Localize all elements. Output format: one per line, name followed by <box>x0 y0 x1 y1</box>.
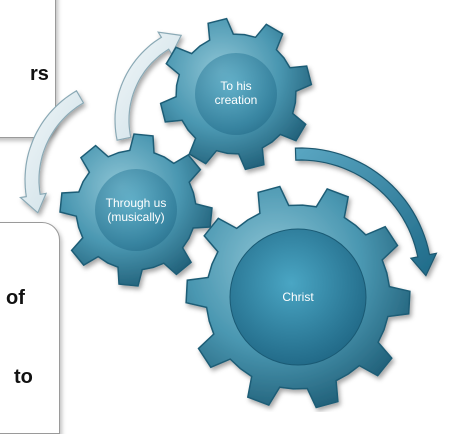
left-text-panel-bottom <box>0 222 60 434</box>
gear-top-label-1: To his <box>220 79 251 93</box>
gear-middle-label-1: Through us <box>106 196 167 210</box>
gear-top-label-2: creation <box>215 93 258 107</box>
panel-bottom-text-1: of <box>6 287 25 309</box>
gear-bottom: Christ <box>185 185 411 409</box>
left-text-panel-top <box>0 0 56 138</box>
panel-bottom-text-2: to <box>14 366 33 388</box>
cycle-arrow-top <box>114 31 183 141</box>
cycle-arrow-left <box>19 89 85 214</box>
gear-middle: Through us (musically) <box>59 133 213 287</box>
cycle-arrow-right <box>294 147 438 277</box>
gear-cycle-diagram: To his creation Through us (musically) C… <box>19 17 438 409</box>
panel-top-text: rs <box>30 63 49 85</box>
gear-bottom-label: Christ <box>282 290 314 304</box>
gear-top: To his creation <box>159 17 313 171</box>
gear-middle-label-2: (musically) <box>107 210 164 224</box>
